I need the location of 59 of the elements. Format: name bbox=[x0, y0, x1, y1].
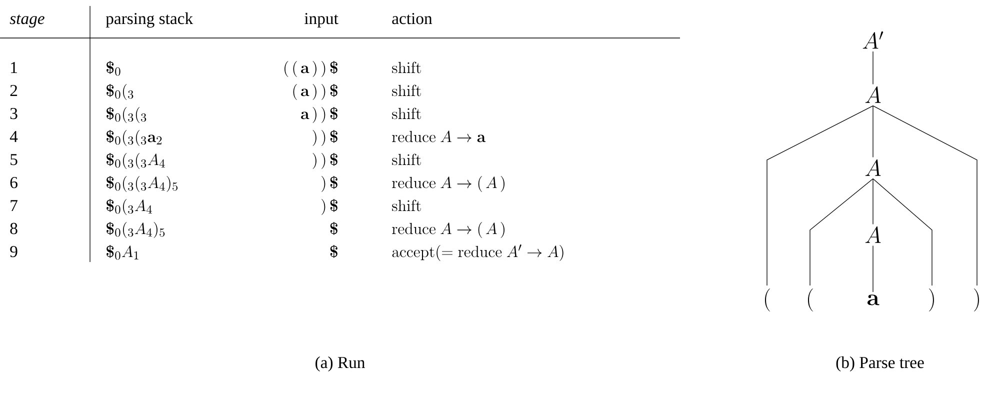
table-cell: 5 bbox=[10, 154, 18, 166]
tree-branch bbox=[872, 105, 978, 286]
table-cell: $\boldsymbol{\$}_0(_3A_4$ bbox=[106, 199, 152, 215]
nonterminal-symbol: $A$ bbox=[865, 159, 881, 176]
table-cell: $\mathrm{reduce}\ A\to\mathbf{(}\,A\,\mathbf{)}$ bbox=[392, 222, 504, 238]
terminal-symbol: $\mathbf{a}$ bbox=[867, 294, 880, 306]
table-cell: $\mathrm{reduce}\ A\to\mathbf{(}\,A\,\mathbf{)}$ bbox=[392, 176, 504, 192]
table-cell: $\mathrm{shift}$ bbox=[392, 108, 421, 120]
table-cell: $\mathrm{shift}$ bbox=[392, 154, 421, 166]
table-cell: $\mathrm{shift}$ bbox=[392, 200, 421, 212]
table-cell: $\mathrm{shift}$ bbox=[392, 84, 421, 96]
nonterminal-symbol: $A'$ bbox=[862, 31, 884, 49]
table-cell: $\mathbf{)}\,\boldsymbol{\$}$ bbox=[322, 199, 338, 215]
nonterminal-symbol: $A$ bbox=[865, 86, 881, 103]
table-cell: 8 bbox=[10, 222, 18, 234]
table-cell: 7 bbox=[10, 200, 18, 211]
table-cell: 4 bbox=[10, 131, 18, 142]
tree-branch bbox=[872, 105, 874, 158]
terminal-symbol: $\mathbf{)}$ bbox=[929, 288, 934, 312]
tree-branch bbox=[872, 245, 874, 292]
table-cell: 9 bbox=[10, 246, 18, 258]
tree-branch bbox=[810, 178, 874, 286]
table-cell: $\boldsymbol{\$}_0(_3(_3A_4$ bbox=[106, 153, 165, 169]
table-cell: 6 bbox=[10, 176, 18, 188]
table-cell: $\mathbf{)\,)}\,\boldsymbol{\$}$ bbox=[312, 130, 338, 146]
caption: (a) Run bbox=[316, 356, 365, 372]
table-cell: $\mathrm{shift}$ bbox=[392, 62, 421, 74]
table-cell: $\mathrm{reduce}\ A\to\mathbf{a}$ bbox=[392, 130, 486, 142]
terminal-symbol: $\mathbf{(}$ bbox=[808, 288, 813, 312]
tree-branch bbox=[766, 105, 874, 286]
table-cell: $\mathbf{)}\,\boldsymbol{\$}$ bbox=[322, 176, 338, 192]
table-header: stage bbox=[10, 14, 44, 28]
table-cell: $\boldsymbol{\$}_0A_1$ bbox=[106, 245, 138, 260]
table-header: parsing stack bbox=[106, 12, 194, 28]
table-cell: 3 bbox=[10, 108, 18, 120]
table-cell: $\mathbf{)\,)}\,\boldsymbol{\$}$ bbox=[312, 153, 338, 169]
table-cell: $\boldsymbol{\$}_0(_3$ bbox=[106, 84, 134, 100]
table-cell: $\mathbf{(\,(\,a\,)\,)}\,\boldsymbol{\$}$ bbox=[284, 61, 338, 77]
table-cell: $\boldsymbol{\$}_0$ bbox=[106, 61, 120, 76]
caption: (b) Parse tree bbox=[836, 356, 924, 372]
table-cell: $\boldsymbol{\$}_0(_3(_3A_4)_5$ bbox=[106, 176, 178, 192]
table-cell: $\boldsymbol{\$}_0(_3A_4)_5$ bbox=[106, 222, 165, 238]
table-cell: $\mathbf{a\,)\,)}\,\boldsymbol{\$}$ bbox=[301, 107, 338, 123]
table-cell: $\boldsymbol{\$}_0(_3(_3$ bbox=[106, 107, 146, 123]
terminal-symbol: $\mathbf{)}$ bbox=[974, 288, 979, 312]
table-cell: $\boldsymbol{\$}$ bbox=[330, 222, 338, 235]
table-cell: 1 bbox=[11, 62, 17, 73]
table-header: action bbox=[392, 12, 432, 24]
table-cell: $\boldsymbol{\$}_0(_3(_3\mathbf{a}_2$ bbox=[106, 130, 162, 146]
table-cell: $\mathbf{(\,a\,)\,)}\,\boldsymbol{\$}$ bbox=[293, 84, 338, 100]
tree-branch bbox=[872, 178, 874, 225]
table-cell: $\mathrm{accept}(=\mathrm{reduce}\ A'\to A)$ bbox=[392, 244, 564, 261]
tree-branch bbox=[872, 178, 932, 286]
nonterminal-symbol: $A$ bbox=[865, 226, 881, 243]
terminal-symbol: $\mathbf{(}$ bbox=[765, 288, 770, 312]
table-cell: $\boldsymbol{\$}$ bbox=[330, 245, 338, 258]
table-cell: 2 bbox=[10, 84, 18, 96]
table-header: input bbox=[304, 12, 338, 28]
tree-branch bbox=[872, 51, 874, 85]
